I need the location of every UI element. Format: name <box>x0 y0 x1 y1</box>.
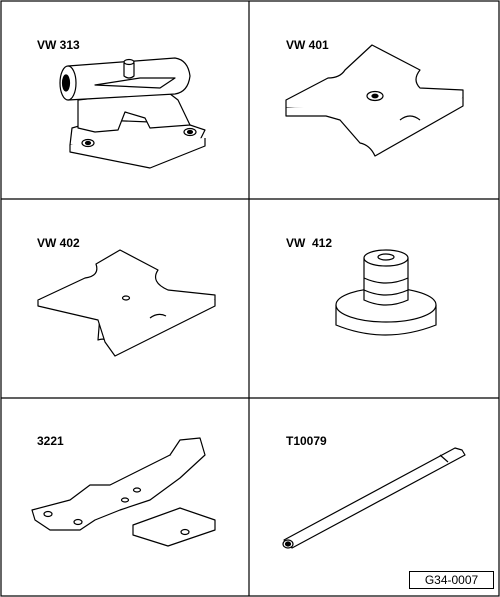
t10079-drawing <box>282 447 466 549</box>
label-vw402: VW 402 <box>37 236 80 250</box>
vw313-drawing <box>59 57 206 169</box>
vw412-drawing <box>335 249 437 336</box>
label-t10079: T10079 <box>286 434 327 448</box>
label-vw401: VW 401 <box>286 38 329 52</box>
figure-reference: G34-0007 <box>409 571 494 589</box>
tool3221-drawing <box>31 437 216 547</box>
vw402-drawing <box>37 249 216 357</box>
label-3221: 3221 <box>37 434 64 448</box>
label-vw412: VW 412 <box>286 236 333 250</box>
vw401-drawing <box>285 44 464 157</box>
label-vw313: VW 313 <box>37 38 80 52</box>
